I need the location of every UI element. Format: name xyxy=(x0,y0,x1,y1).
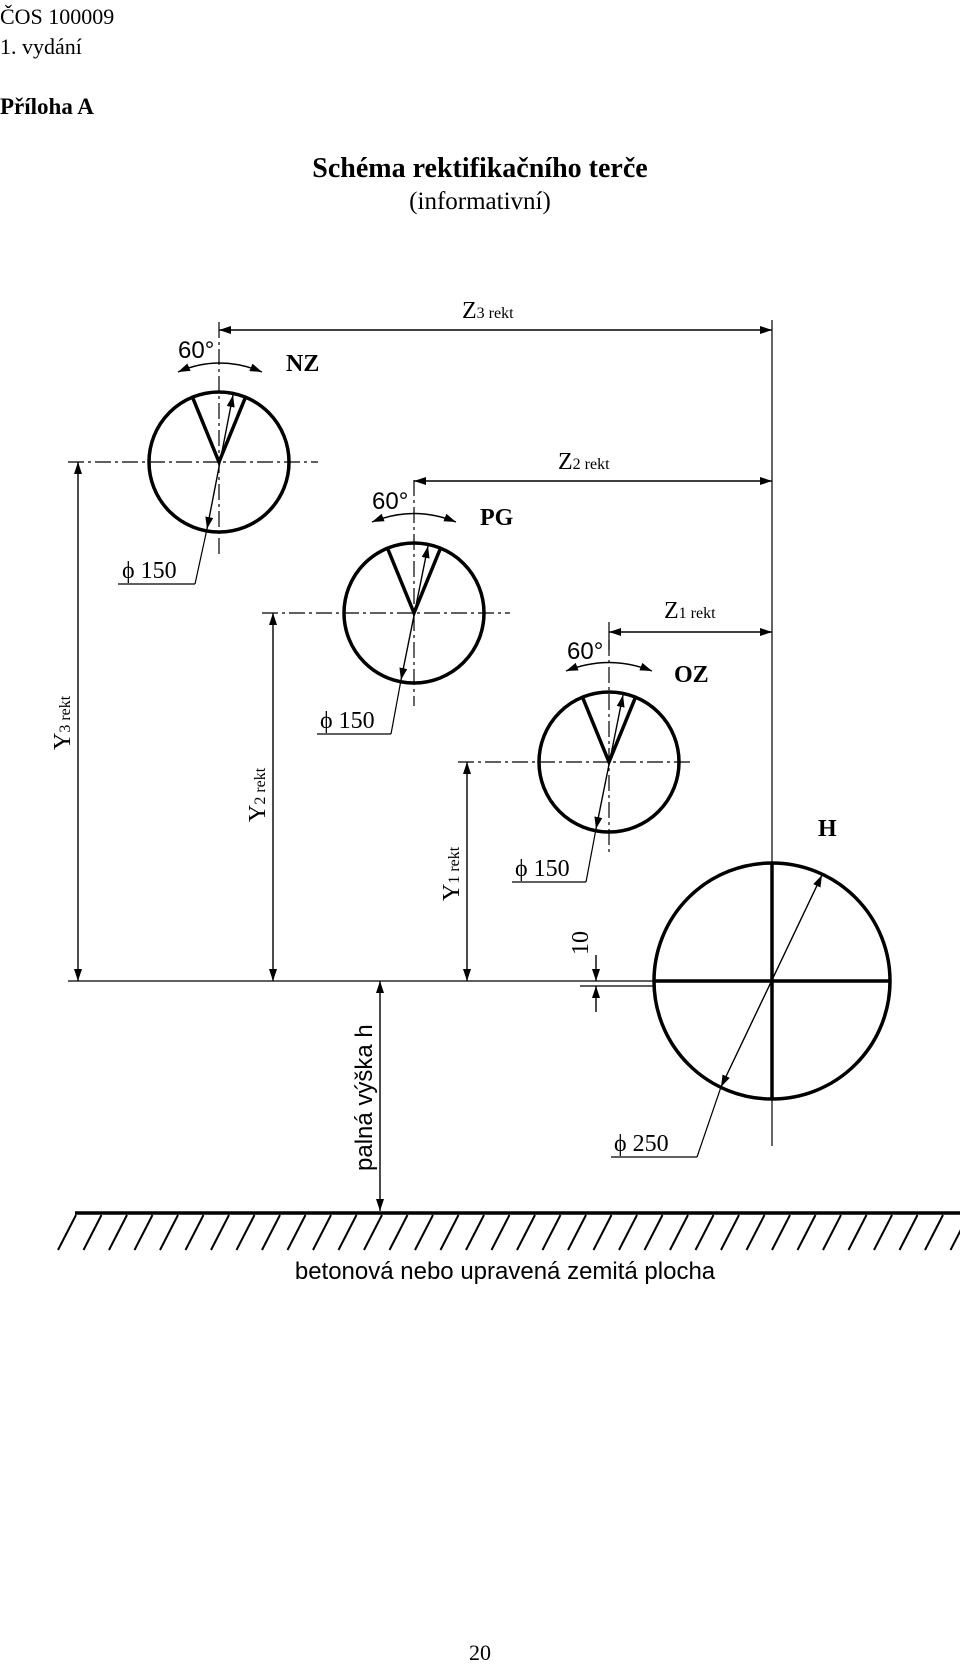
ground-surface: betonová nebo upravená zemitá plocha xyxy=(57,1211,960,1285)
target-nz-diameter-arrow xyxy=(205,394,235,530)
hatch-stroke xyxy=(796,1214,817,1251)
target-oz-label: OZ xyxy=(674,662,709,688)
ground-hatching xyxy=(57,1214,960,1251)
hatch-stroke xyxy=(516,1214,536,1251)
hatch-stroke xyxy=(567,1214,587,1251)
hatch-stroke xyxy=(720,1214,740,1251)
hatch-stroke xyxy=(490,1214,511,1251)
hatch-stroke xyxy=(694,1214,715,1251)
document-id: ČOS 100009 xyxy=(0,4,115,29)
page-number: 20 xyxy=(469,1640,491,1665)
hatch-stroke xyxy=(414,1214,434,1251)
hatch-stroke xyxy=(57,1214,77,1251)
hatch-stroke xyxy=(618,1214,638,1251)
target-oz-leader xyxy=(585,828,597,883)
y3-label: Y3rekt xyxy=(50,695,76,750)
hatch-stroke xyxy=(847,1214,868,1251)
target-h-diameter-arrow xyxy=(720,874,823,1088)
target-nz: ϕ 150 60° NZ xyxy=(68,322,319,585)
target-h-diameter-label: ϕ 250 xyxy=(614,1131,669,1157)
hatch-stroke xyxy=(924,1214,944,1251)
target-nz-diameter-label: ϕ 150 xyxy=(122,558,177,584)
target-h-label: H xyxy=(818,816,837,842)
dimension-y1: Y1rekt xyxy=(439,762,471,981)
offset-label: 10 xyxy=(568,931,594,955)
y1-label: Y1rekt xyxy=(439,846,465,901)
target-nz-leader xyxy=(194,528,208,585)
target-pg: ϕ 150 60° PG xyxy=(262,480,514,735)
target-oz: ϕ 150 60° OZ xyxy=(458,638,709,883)
dimension-y2: Y2rekt xyxy=(245,613,277,981)
page-subtitle: (informativní) xyxy=(409,188,551,215)
hatch-stroke xyxy=(439,1214,460,1251)
target-nz-angle-arc xyxy=(177,362,263,373)
target-pg-angle-arc xyxy=(371,512,457,523)
hatch-stroke xyxy=(949,1229,960,1251)
hatch-stroke xyxy=(108,1214,128,1251)
hatch-stroke xyxy=(261,1214,281,1251)
target-pg-label: PG xyxy=(480,505,514,531)
hatch-stroke xyxy=(133,1214,154,1251)
hatch-stroke xyxy=(898,1214,919,1251)
hatch-stroke xyxy=(822,1214,842,1251)
hatch-stroke xyxy=(745,1214,766,1251)
dimension-offset-10: 10 xyxy=(568,931,654,1012)
target-nz-angle-label: 60° xyxy=(178,337,214,364)
dimension-firing-height: palná výška h xyxy=(351,981,384,1211)
target-h-leader xyxy=(696,1086,722,1158)
hatch-stroke xyxy=(312,1214,332,1251)
hatch-stroke xyxy=(669,1214,689,1251)
hatch-stroke xyxy=(82,1214,103,1251)
dimension-y3: Y3rekt xyxy=(50,462,82,981)
target-oz-angle-label: 60° xyxy=(567,638,603,665)
firing-height-label: palná výška h xyxy=(351,1024,378,1171)
hatch-stroke xyxy=(159,1214,179,1251)
hatch-stroke xyxy=(184,1214,205,1251)
hatch-stroke xyxy=(363,1214,383,1251)
target-h: ϕ 250 H xyxy=(611,816,892,1158)
hatch-stroke xyxy=(541,1214,562,1251)
ground-label: betonová nebo upravená zemitá plocha xyxy=(295,1258,716,1285)
y2-label: Y2rekt xyxy=(245,767,271,822)
target-oz-diameter-arrow xyxy=(594,694,625,830)
target-oz-diameter-label: ϕ 150 xyxy=(515,856,570,882)
hatch-stroke xyxy=(592,1214,613,1251)
hatch-stroke xyxy=(286,1214,307,1251)
page-title: Schéma rektifikačního terče xyxy=(312,153,648,184)
hatch-stroke xyxy=(465,1214,485,1251)
target-nz-label: NZ xyxy=(286,351,319,377)
hatch-stroke xyxy=(771,1214,791,1251)
target-pg-diameter-arrow xyxy=(399,545,430,681)
edition: 1. vydání xyxy=(0,34,82,59)
hatch-stroke xyxy=(643,1214,664,1251)
target-pg-diameter-label: ϕ 150 xyxy=(320,708,375,734)
target-oz-angle-arc xyxy=(565,661,653,672)
hatch-stroke xyxy=(210,1214,230,1251)
hatch-stroke xyxy=(337,1214,358,1251)
hatch-stroke xyxy=(388,1214,409,1251)
hatch-stroke xyxy=(235,1214,256,1251)
title-block: Schéma rektifikačního terče (informativn… xyxy=(0,152,960,218)
appendix-label: Příloha A xyxy=(0,94,94,119)
target-pg-leader xyxy=(390,679,402,735)
hatch-stroke xyxy=(873,1214,893,1251)
target-pg-angle-label: 60° xyxy=(372,488,408,515)
